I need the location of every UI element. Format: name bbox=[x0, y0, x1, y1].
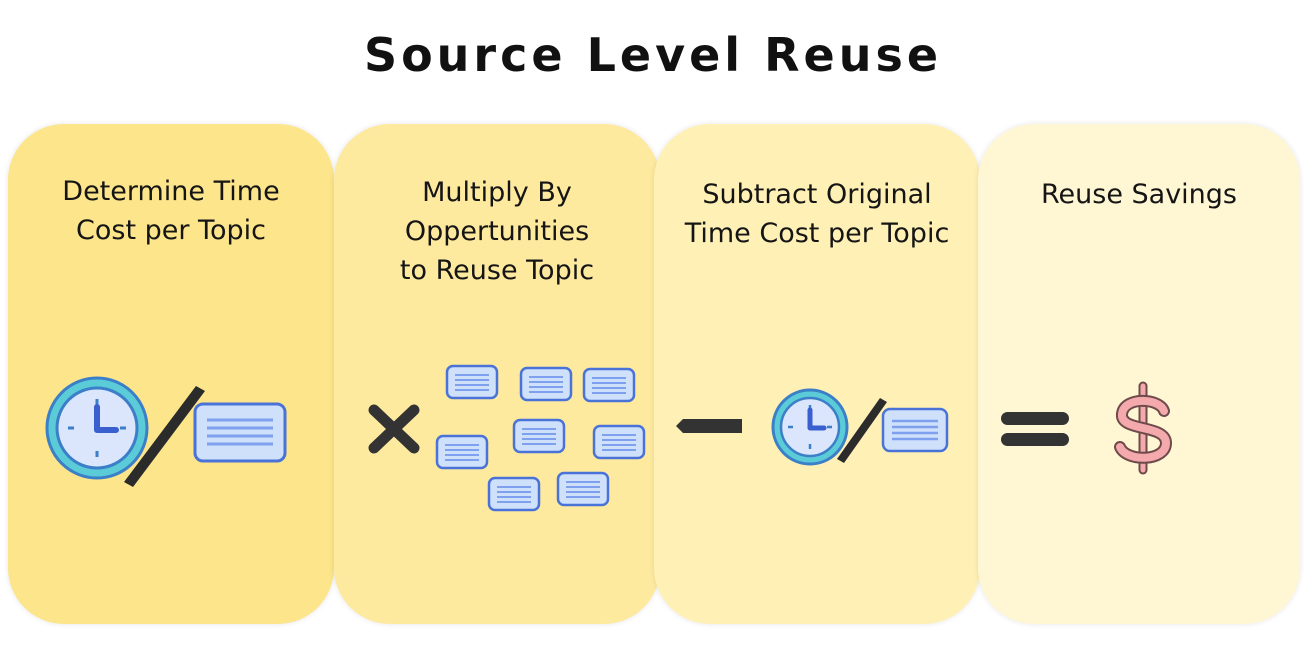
step-label: Multiply By Oppertunities to Reuse Topic bbox=[399, 177, 595, 286]
diagram-title: Source Level Reuse bbox=[363, 28, 943, 82]
step-label: Subtract Original Time Cost per Topic bbox=[684, 179, 950, 249]
step-card-subtract-original: Subtract Original Time Cost per Topic bbox=[654, 124, 980, 624]
step-card-reuse-savings: Reuse Savings bbox=[978, 124, 1300, 624]
step-card-determine-time-cost: Determine Time Cost per Topic bbox=[8, 124, 334, 624]
step-label: Determine Time Cost per Topic bbox=[62, 176, 280, 246]
step-label: Reuse Savings bbox=[1040, 179, 1237, 210]
step-card-multiply-opportunities: Multiply By Oppertunities to Reuse Topic bbox=[334, 124, 660, 624]
